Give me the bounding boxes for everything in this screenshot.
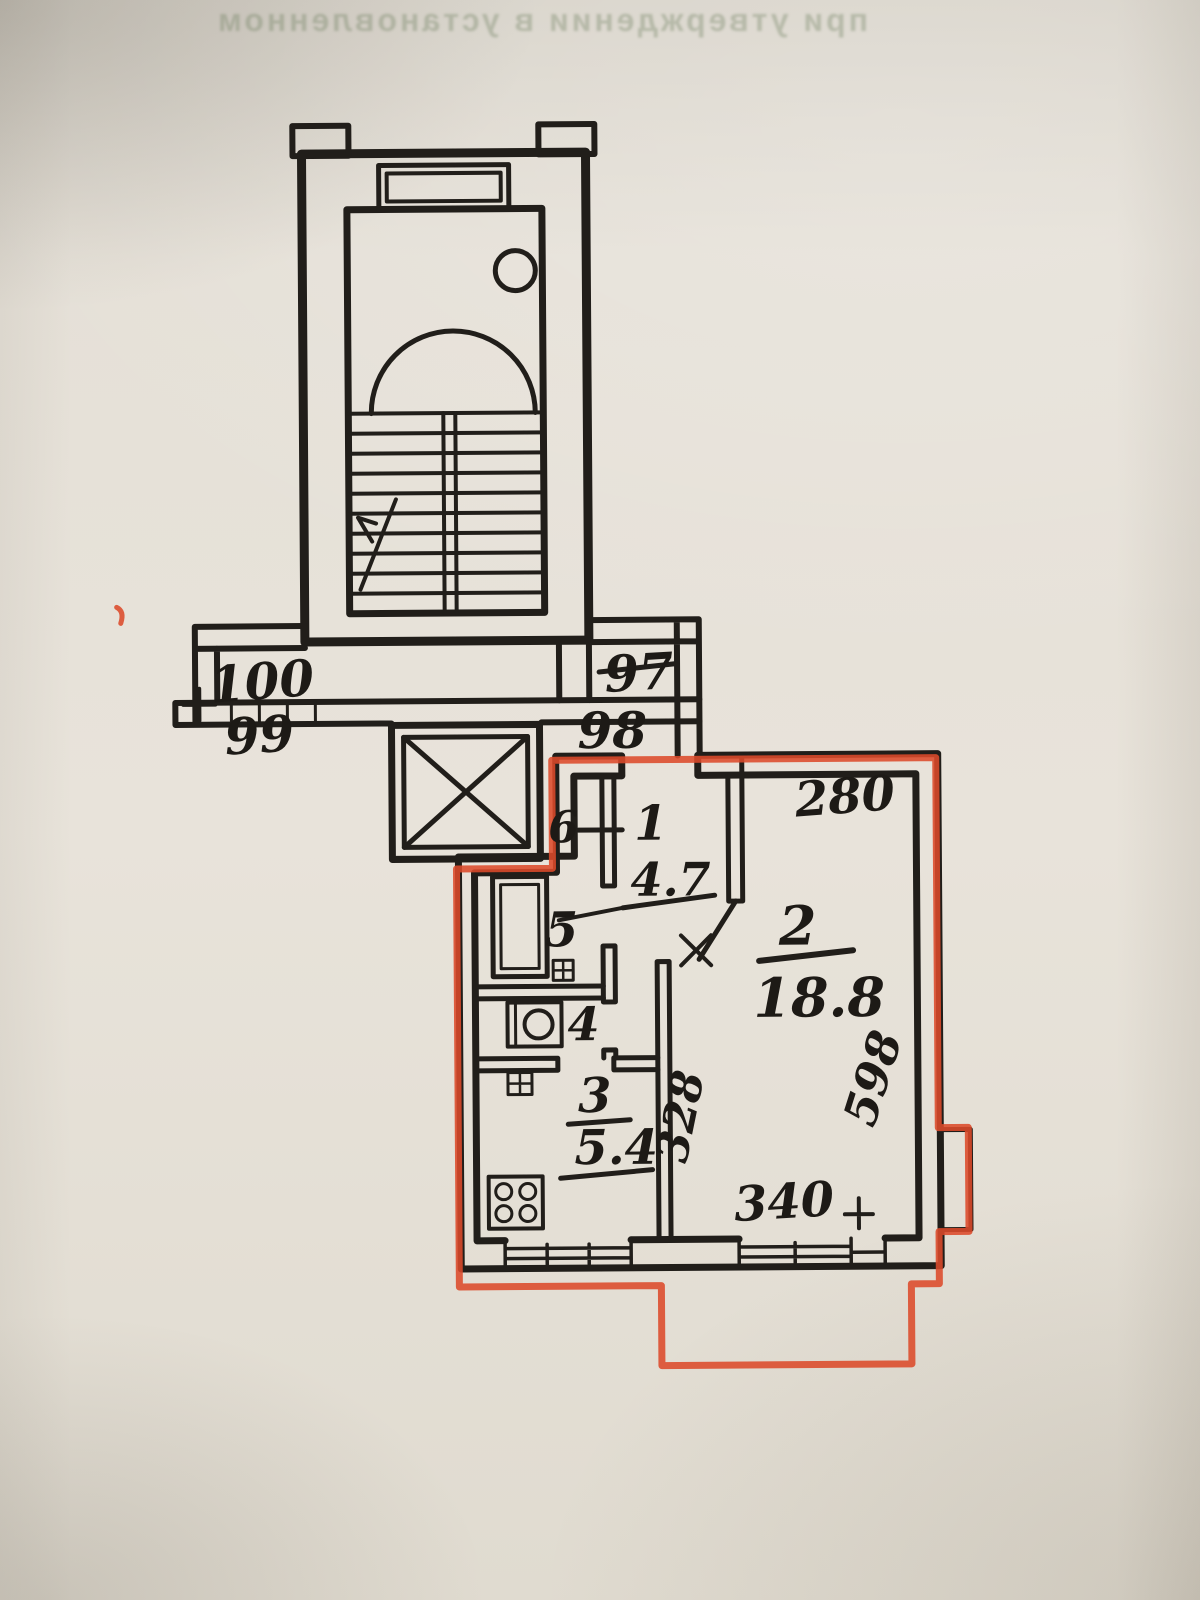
vent-square-cross: [551, 959, 575, 982]
stairwell: [289, 121, 598, 647]
annotation-lines: [556, 660, 875, 1231]
elevator-x-mark: [401, 734, 531, 850]
corridor-label-100: 100: [208, 648, 317, 715]
corridor-label-97: 97: [602, 641, 675, 704]
room3-fraction-bar: [565, 1117, 633, 1127]
elevator-shaft: [387, 720, 544, 863]
stair-stringer: [441, 411, 459, 616]
stove-burner: [518, 1182, 538, 1202]
room-1-number: 1: [634, 796, 668, 852]
room2-fraction-bar: [756, 947, 857, 964]
stair-treads: [347, 410, 547, 596]
room-4-number: 4: [567, 997, 599, 1051]
red-small-tick: [114, 604, 125, 626]
corridor-left-walls: [172, 623, 703, 728]
room2-door-leaf: [696, 898, 739, 962]
landing-window-outer: [376, 162, 512, 213]
door-x-mark: [678, 933, 714, 968]
toilet-fixture: [505, 1000, 564, 1049]
room1-leader: [556, 905, 625, 923]
room-2-area: 18.8: [753, 965, 885, 1030]
stairwell-pilaster-right: [535, 121, 598, 158]
labels: 100 99 97 98 6 1 4.7 5 4 2 18.8 3 5.4 28…: [208, 641, 913, 1233]
hall-wet-partition: [599, 773, 619, 1061]
strike-97: [596, 660, 680, 675]
corridor-right-walls: [555, 616, 703, 759]
corridor-walls: [172, 616, 703, 759]
basin-square-cross: [506, 1071, 534, 1096]
stove-burner: [518, 1204, 538, 1224]
landing-window-inner: [384, 170, 503, 204]
kitchen-top-partition: [473, 1055, 661, 1074]
room-6-number: 6: [548, 802, 579, 853]
room-5-number: 5: [545, 902, 579, 958]
dim-340-cross: [842, 1196, 875, 1231]
round-window: [492, 248, 538, 294]
apartment-marker-outline: [114, 604, 973, 1370]
room1-fraction-bar: [620, 892, 718, 911]
stove-burner: [494, 1204, 514, 1224]
elevator-inner: [401, 734, 531, 850]
corridor-label-98: 98: [577, 701, 647, 760]
dim-280: 280: [792, 765, 897, 829]
red-outline-path: [452, 754, 973, 1370]
room5-room4-partition: [472, 983, 606, 1002]
interior-partitions: [472, 752, 746, 1243]
room-2-number: 2: [778, 893, 817, 957]
stair-arc: [368, 328, 538, 417]
stair-break-line: [356, 497, 398, 592]
corridor-window-ticks: [229, 700, 317, 727]
toilet-bowl: [522, 1008, 555, 1041]
stairwell-outer-wall: [296, 147, 594, 647]
stove: [486, 1174, 545, 1231]
corridor-label-99: 99: [223, 704, 296, 767]
stove-burner: [494, 1182, 514, 1202]
dim-340: 340: [732, 1171, 835, 1233]
stairwell-pilaster-left: [289, 122, 352, 160]
water-heater: [490, 873, 550, 980]
room-1-area: 4.7: [630, 852, 710, 907]
water-heater-inner: [499, 882, 541, 971]
room-3-number: 3: [578, 1068, 612, 1124]
fixtures: [486, 873, 575, 1231]
dim-598: 598: [832, 1024, 913, 1132]
room-3-area: 5.4: [574, 1120, 658, 1177]
room3-area-underline: [558, 1167, 656, 1181]
kitchen-room2-partition: [654, 959, 674, 1243]
survey-cross-left: [181, 686, 218, 723]
window-glyphs: [503, 1236, 888, 1271]
